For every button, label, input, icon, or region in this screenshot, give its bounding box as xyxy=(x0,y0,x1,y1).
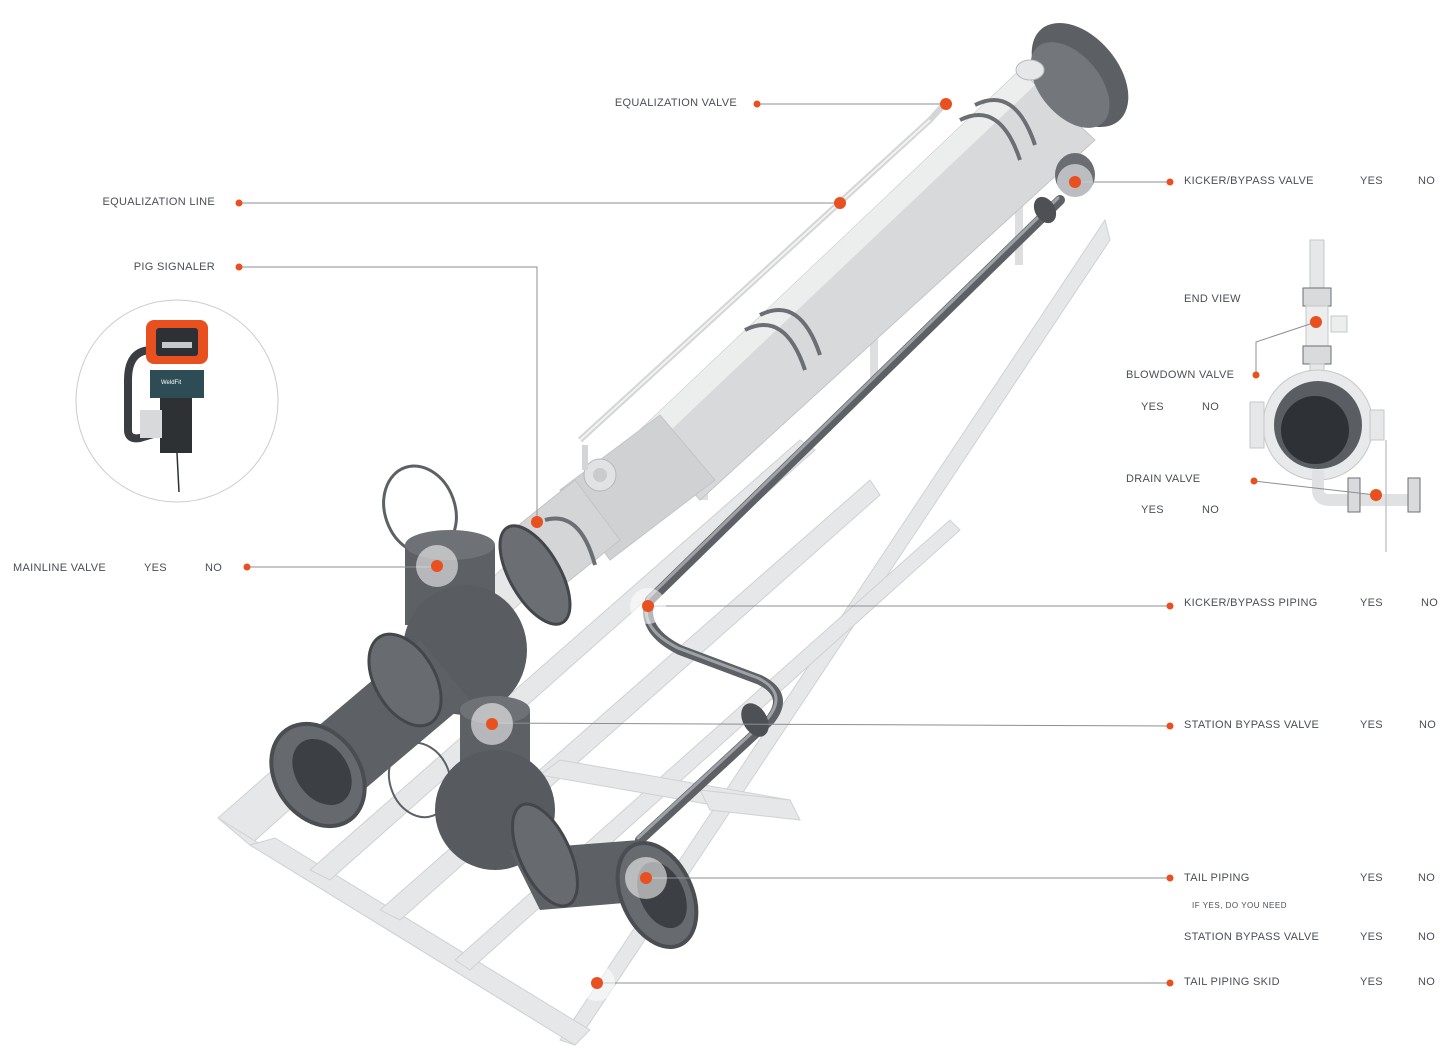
label-equalization-line: EQUALIZATION LINE xyxy=(102,196,215,208)
label-pig-signaler: PIG SIGNALER xyxy=(133,261,215,273)
sub-station-bypass-valve-no[interactable]: NO xyxy=(1418,931,1436,943)
leader-lines xyxy=(239,103,1377,984)
kicker-bypass-valve-no[interactable]: NO xyxy=(1418,175,1436,187)
marker-tail-piping-skid xyxy=(591,977,603,989)
kicker-bypass-valve-yes[interactable]: YES xyxy=(1360,175,1383,187)
marker-station-bypass-valve-label xyxy=(1166,722,1174,730)
label-kicker-bypass-valve: KICKER/BYPASS VALVE xyxy=(1184,175,1314,187)
marker-drain-valve xyxy=(1370,489,1382,501)
marker-equalization-valve xyxy=(940,98,952,110)
marker-kicker-valve-label xyxy=(1166,178,1174,186)
label-sub-station-bypass-valve: STATION BYPASS VALVE xyxy=(1184,931,1320,943)
mainline-valve-yes[interactable]: YES xyxy=(144,562,167,574)
label-kicker-bypass-piping: KICKER/BYPASS PIPING xyxy=(1184,597,1318,609)
station-bypass-valve-assembly xyxy=(387,696,699,949)
label-tail-piping-skid: TAIL PIPING SKID xyxy=(1184,976,1280,988)
marker-kicker-piping xyxy=(642,600,654,612)
drain-valve-yes[interactable]: YES xyxy=(1141,504,1164,516)
kicker-bypass-piping-yes[interactable]: YES xyxy=(1360,597,1383,609)
station-bypass-valve-no[interactable]: NO xyxy=(1419,719,1437,731)
launcher-barrel xyxy=(499,22,1129,601)
pig-signaler-inset: WeldFit xyxy=(75,299,279,503)
marker-kicker-piping-label xyxy=(1166,602,1174,610)
marker-tail-piping xyxy=(640,872,652,884)
marker-equalization-line xyxy=(834,197,846,209)
marker-blowdown-valve-label xyxy=(1252,371,1260,379)
station-bypass-valve-yes[interactable]: YES xyxy=(1360,719,1383,731)
marker-equalization-valve-label xyxy=(753,100,761,108)
marker-drain-valve-label xyxy=(1250,477,1258,485)
marker-blowdown-valve xyxy=(1310,316,1322,328)
label-mainline-valve: MAINLINE VALVE xyxy=(13,562,107,574)
marker-mainline-valve-label xyxy=(243,563,251,571)
marker-dots xyxy=(235,98,1382,989)
label-station-bypass-valve: STATION BYPASS VALVE xyxy=(1184,719,1320,731)
marker-mainline-valve xyxy=(431,560,443,572)
sub-station-bypass-valve-yes[interactable]: YES xyxy=(1360,931,1383,943)
label-equalization-valve: EQUALIZATION VALVE xyxy=(614,97,737,109)
marker-equalization-line-label xyxy=(235,199,243,207)
marker-kicker-valve xyxy=(1069,176,1081,188)
marker-station-bypass-valve xyxy=(486,718,498,730)
tail-piping-skid-yes[interactable]: YES xyxy=(1360,976,1383,988)
label-drain-valve: DRAIN VALVE xyxy=(1126,473,1201,485)
mainline-valve-assembly xyxy=(269,464,572,829)
mainline-valve-no[interactable]: NO xyxy=(205,562,223,574)
label-tail-piping: TAIL PIPING xyxy=(1184,872,1250,884)
marker-tail-piping-skid-label xyxy=(1166,979,1174,987)
tail-piping-yes[interactable]: YES xyxy=(1360,872,1383,884)
drain-valve-no[interactable]: NO xyxy=(1202,504,1220,516)
blowdown-valve-yes[interactable]: YES xyxy=(1141,401,1164,413)
signaler-brand-text: WeldFit xyxy=(161,380,182,386)
label-blowdown-valve: BLOWDOWN VALVE xyxy=(1126,369,1235,381)
kicker-bypass-piping-no[interactable]: NO xyxy=(1421,597,1439,609)
tail-piping-skid-no[interactable]: NO xyxy=(1418,976,1436,988)
marker-tail-piping-label xyxy=(1166,874,1174,882)
tail-piping-no[interactable]: NO xyxy=(1418,872,1436,884)
label-if-yes: IF YES, DO YOU NEED xyxy=(1192,901,1288,910)
marker-pig-signaler xyxy=(531,516,543,528)
blowdown-valve-no[interactable]: NO xyxy=(1202,401,1220,413)
end-view-drawing xyxy=(1249,239,1421,552)
marker-pig-signaler-label xyxy=(235,263,243,271)
label-end-view: END VIEW xyxy=(1184,293,1241,305)
